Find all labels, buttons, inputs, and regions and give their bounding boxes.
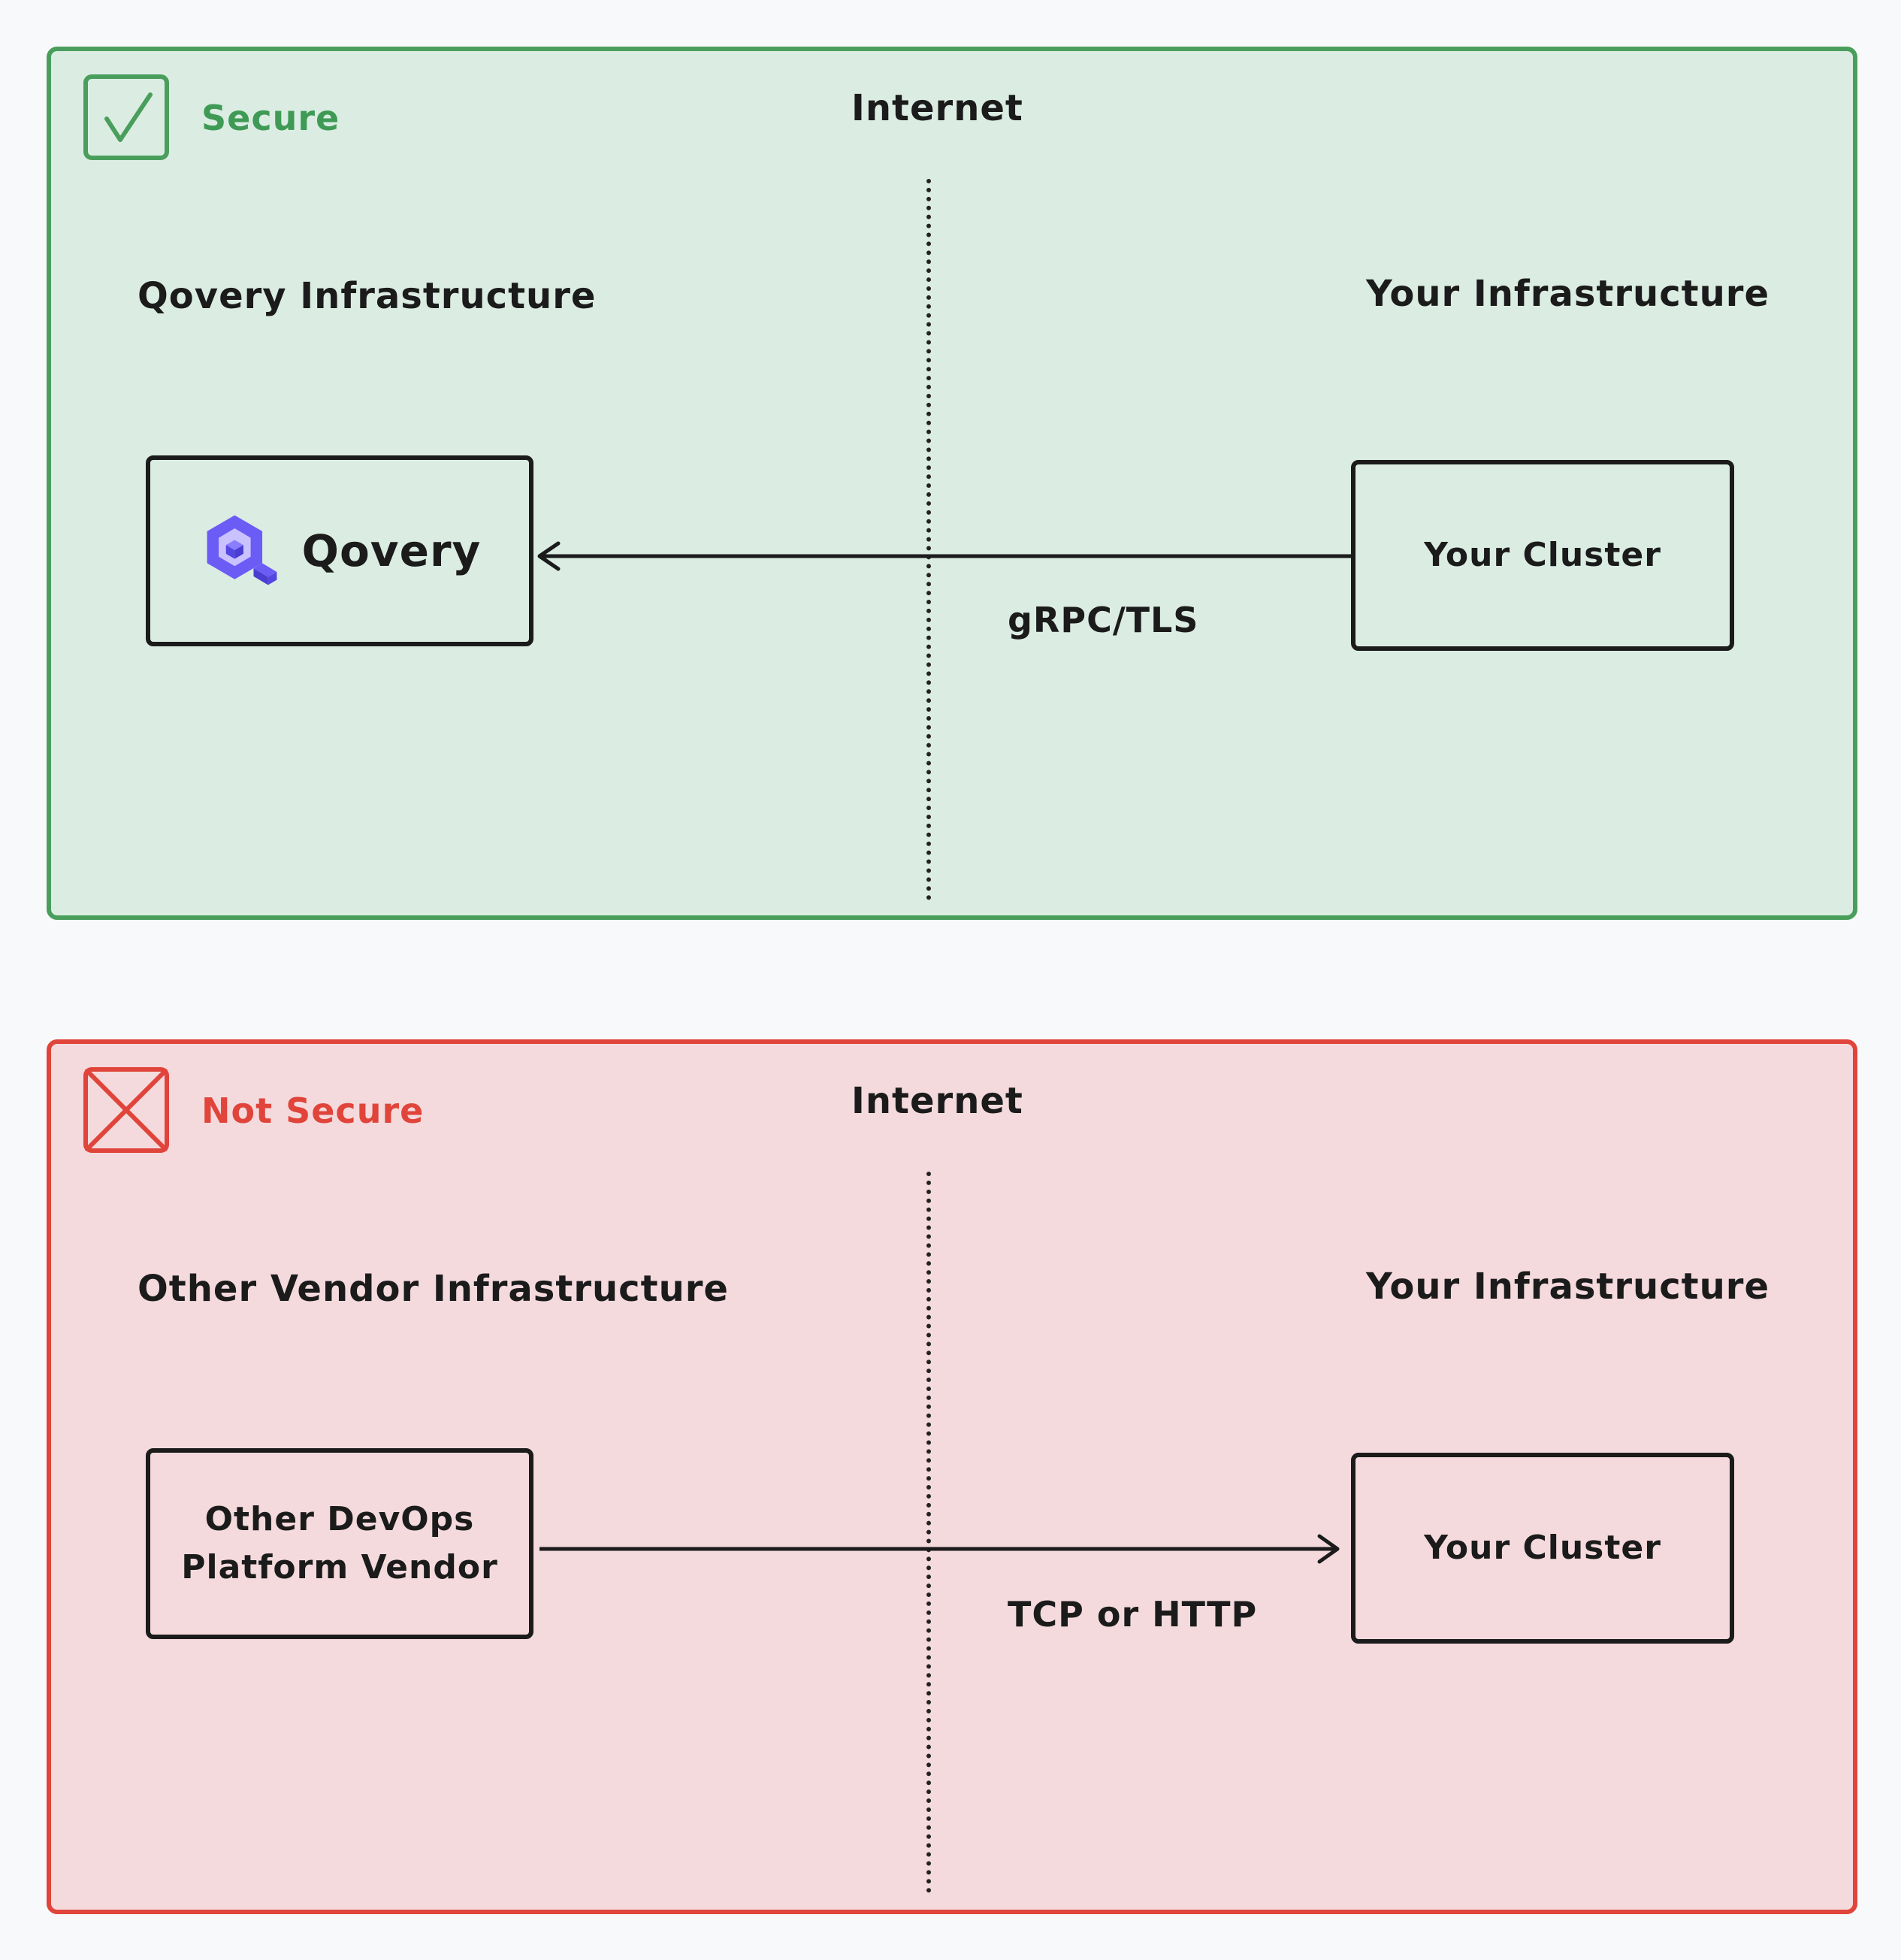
connection-arrow	[539, 1534, 1340, 1564]
status-label: Secure	[201, 98, 340, 138]
your-cluster-node: Your Cluster	[1351, 1453, 1734, 1644]
protocol-label: gRPC/TLS	[1008, 600, 1199, 640]
qovery-node: Qovery	[146, 455, 533, 646]
your-cluster-label: Your Cluster	[1424, 536, 1661, 575]
checkmark-box-icon	[83, 74, 169, 160]
cross-box-icon	[83, 1067, 169, 1153]
other-vendor-label-line1: Other DevOps	[204, 1500, 475, 1539]
qovery-node-label: Qovery	[301, 525, 482, 576]
internet-boundary-divider	[926, 1172, 931, 1893]
secure-panel: Secure Internet Qovery Infrastructure Yo…	[47, 47, 1857, 920]
your-infrastructure-label: Your Infrastructure	[1366, 1266, 1770, 1308]
your-infrastructure-label: Your Infrastructure	[1366, 273, 1770, 315]
internet-label: Internet	[851, 1080, 1023, 1122]
your-cluster-label: Your Cluster	[1424, 1529, 1661, 1568]
other-vendor-label-line2: Platform Vendor	[181, 1548, 498, 1586]
vendor-infrastructure-label: Qovery Infrastructure	[138, 275, 597, 317]
qovery-logo-icon	[207, 515, 277, 585]
other-vendor-node: Other DevOps Platform Vendor	[146, 1448, 533, 1639]
protocol-label: TCP or HTTP	[1008, 1594, 1258, 1635]
vendor-infrastructure-label: Other Vendor Infrastructure	[138, 1268, 729, 1310]
connection-arrow	[537, 541, 1351, 571]
status-label: Not Secure	[201, 1090, 425, 1131]
your-cluster-node: Your Cluster	[1351, 460, 1734, 651]
internet-label: Internet	[851, 87, 1023, 129]
not-secure-panel: Not Secure Internet Other Vendor Infrast…	[47, 1039, 1857, 1914]
internet-boundary-divider	[926, 179, 931, 900]
